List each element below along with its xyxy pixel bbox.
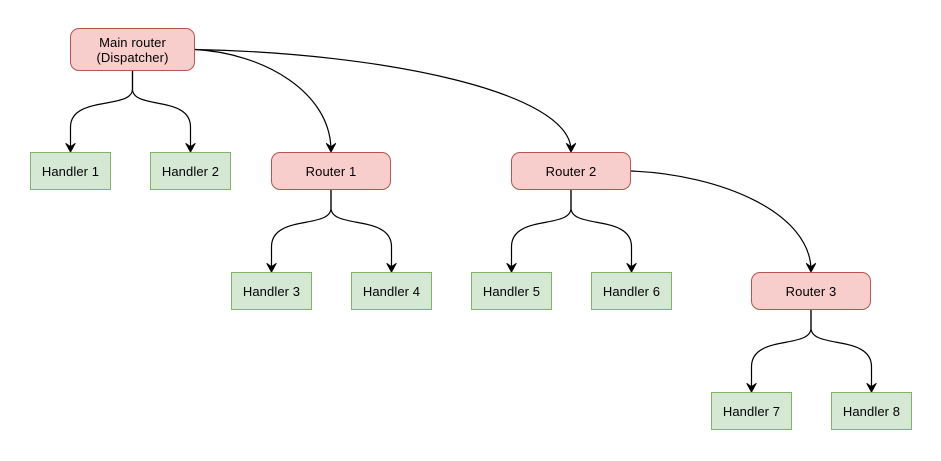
node-router-3[interactable]: Router 3 (751, 272, 871, 310)
node-handler-1[interactable]: Handler 1 (30, 152, 111, 190)
edge-router2-to-handler5-arrowhead (506, 263, 517, 273)
edge-main-router-to-handler1-path (69, 70, 134, 152)
edge-router2-to-router3-arrowhead (805, 263, 817, 273)
edge-router3-to-handler7-path (750, 309, 812, 392)
node-handler-4[interactable]: Handler 4 (351, 272, 432, 310)
edge-main-router-to-router1-arrowhead (325, 143, 337, 153)
edge-router2-to-handler5-path (510, 189, 572, 272)
node-handler-2[interactable]: Handler 2 (150, 152, 231, 190)
node-router-1[interactable]: Router 1 (271, 152, 391, 190)
edge-router1-to-handler4-path (330, 189, 393, 272)
edge-main-router-to-router2-arrowhead (565, 143, 577, 153)
edge-router3-to-handler8-path (810, 309, 873, 392)
node-handler-8[interactable]: Handler 8 (831, 392, 912, 430)
edge-router3-to-handler7-arrowhead (746, 383, 757, 393)
edge-main-router-to-router1-path (194, 48, 332, 152)
edge-router3-to-handler8-arrowhead (866, 383, 877, 393)
node-handler-5[interactable]: Handler 5 (471, 272, 552, 310)
node-router-2[interactable]: Router 2 (511, 152, 631, 190)
node-handler-3[interactable]: Handler 3 (231, 272, 312, 310)
edge-router2-to-handler6-arrowhead (626, 263, 637, 273)
edge-main-router-to-router2-path (194, 48, 572, 152)
edge-main-router-to-handler1-arrowhead (65, 143, 76, 153)
edge-router2-to-handler6-path (570, 189, 633, 272)
edge-router2-to-router3-path (630, 170, 812, 272)
node-main-router[interactable]: Main router (Dispatcher) (70, 28, 195, 71)
edge-main-router-to-handler2-arrowhead (185, 143, 196, 153)
node-handler-6[interactable]: Handler 6 (591, 272, 672, 310)
edge-main-router-to-handler2-path (131, 70, 192, 152)
node-handler-7[interactable]: Handler 7 (711, 392, 792, 430)
edge-router1-to-handler3-path (270, 189, 332, 272)
edge-router1-to-handler3-arrowhead (266, 263, 277, 273)
edge-router1-to-handler4-arrowhead (386, 263, 397, 273)
